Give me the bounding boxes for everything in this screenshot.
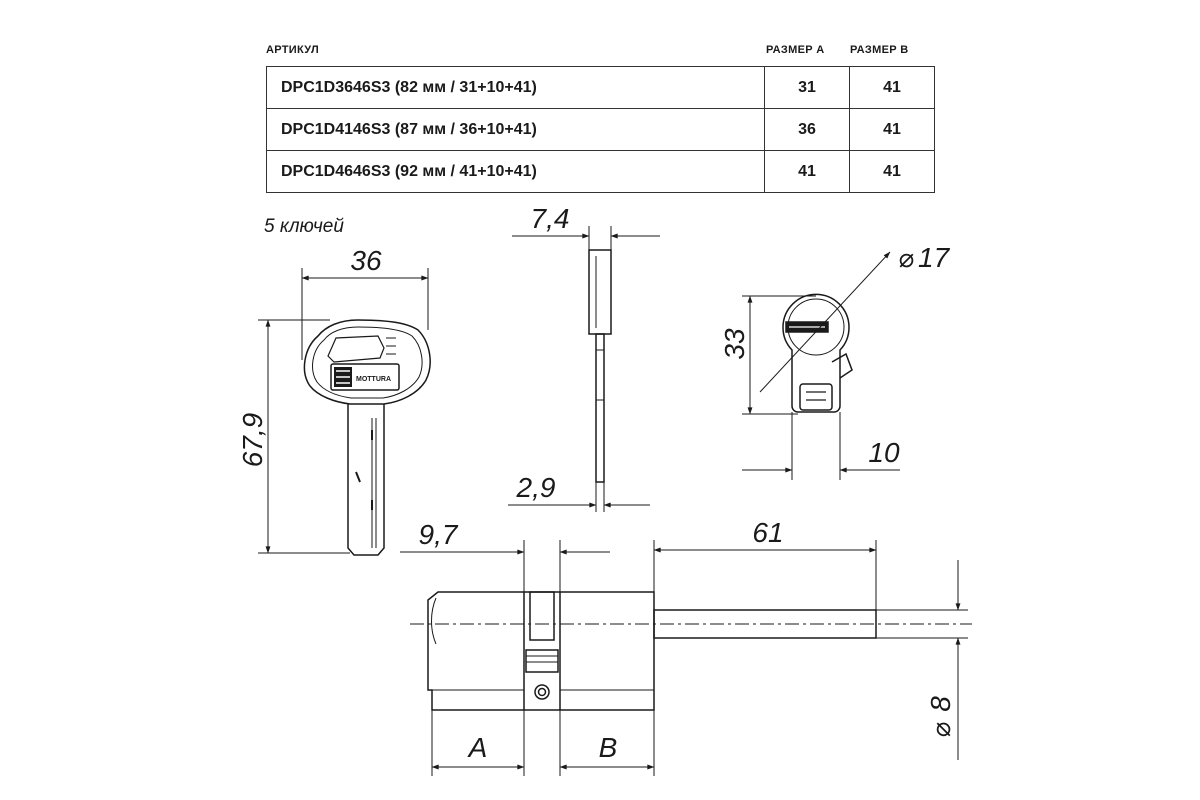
column-header-size-a: РАЗМЕР А [766, 44, 825, 56]
profile-outline [782, 293, 850, 413]
side-a-label: A [467, 732, 488, 763]
cylinder-body [427, 591, 877, 711]
table-row: DPC1D4146S3 (87 мм / 36+10+41) 36 41 [266, 108, 935, 151]
column-header-size-b: РАЗМЕР В [850, 44, 909, 56]
column-header-article: АРТИКУЛ [266, 44, 319, 56]
key-front-view: MOTTURA [303, 319, 431, 556]
shaft-diameter-label: 8 [925, 696, 956, 712]
dim-key-thickness [512, 226, 660, 250]
article-cell: DPC1D4146S3 (87 мм / 36+10+41) [266, 108, 765, 151]
dim-blade-thickness [508, 482, 650, 512]
cylinder-fixing-hole [534, 684, 550, 700]
table-row: DPC1D3646S3 (82 мм / 31+10+41) 31 41 [266, 66, 935, 109]
key-logo-plate [330, 363, 400, 391]
article-cell: DPC1D3646S3 (82 мм / 31+10+41) [266, 66, 765, 109]
key-head-outline [303, 319, 431, 405]
profile-height-label: 33 [719, 328, 750, 360]
article-cell: DPC1D4646S3 (92 мм / 41+10+41) [266, 150, 765, 193]
dim-shaft-diameter [876, 560, 968, 760]
profile-bottom-window [799, 383, 833, 411]
dim-profile-diameter [759, 251, 891, 393]
key-grip-window [327, 335, 385, 363]
dim-side-b [559, 710, 655, 776]
dim-key-length [258, 319, 350, 554]
dim-side-a [431, 710, 525, 776]
side-b-label: B [599, 732, 618, 763]
size-a-cell: 36 [764, 108, 850, 151]
size-b-cell: 41 [849, 108, 935, 151]
key-head-marks [386, 337, 396, 355]
shaft-length-label: 61 [752, 517, 783, 548]
keys-count-note: 5 ключей [264, 216, 344, 237]
key-side-view [588, 249, 612, 483]
cam-width-label: 10 [868, 437, 900, 468]
dim-shaft-length [653, 540, 877, 610]
key-side-head [588, 249, 612, 335]
key-blade-dimples [355, 430, 373, 510]
key-head-inner-outline [312, 326, 423, 399]
cylinder-right-half [559, 591, 655, 711]
profile-cam [831, 352, 853, 379]
profile-diameter-symbol: ⌀ [898, 243, 914, 273]
dim-profile-height [742, 295, 816, 415]
size-b-cell: 41 [849, 66, 935, 109]
key-thickness-label: 7,4 [531, 203, 570, 234]
blade-thickness-label: 2,9 [516, 472, 556, 503]
cylinder-left-half [427, 591, 525, 711]
dim-key-width [301, 268, 429, 360]
spec-table: DPC1D3646S3 (82 мм / 31+10+41) 31 41 DPC… [266, 66, 935, 193]
key-width-label: 36 [350, 245, 382, 276]
dim-cam-width [742, 412, 900, 480]
dim-cam-body-width [400, 540, 610, 592]
key-side-blade [595, 333, 605, 483]
size-a-cell: 31 [764, 66, 850, 109]
cylinder-cam [525, 649, 559, 673]
size-b-cell: 41 [849, 150, 935, 193]
key-length-label: 67,9 [237, 413, 268, 468]
table-row: DPC1D4646S3 (92 мм / 41+10+41) 41 41 [266, 150, 935, 193]
profile-diameter-label: 17 [918, 242, 951, 273]
key-brand-label: MOTTURA [356, 376, 391, 383]
cam-body-width-label: 9,7 [419, 519, 459, 550]
shaft-diameter-symbol: ⌀ [926, 722, 956, 738]
key-blade-outline [347, 404, 385, 556]
cylinder-profile-view [782, 293, 853, 413]
